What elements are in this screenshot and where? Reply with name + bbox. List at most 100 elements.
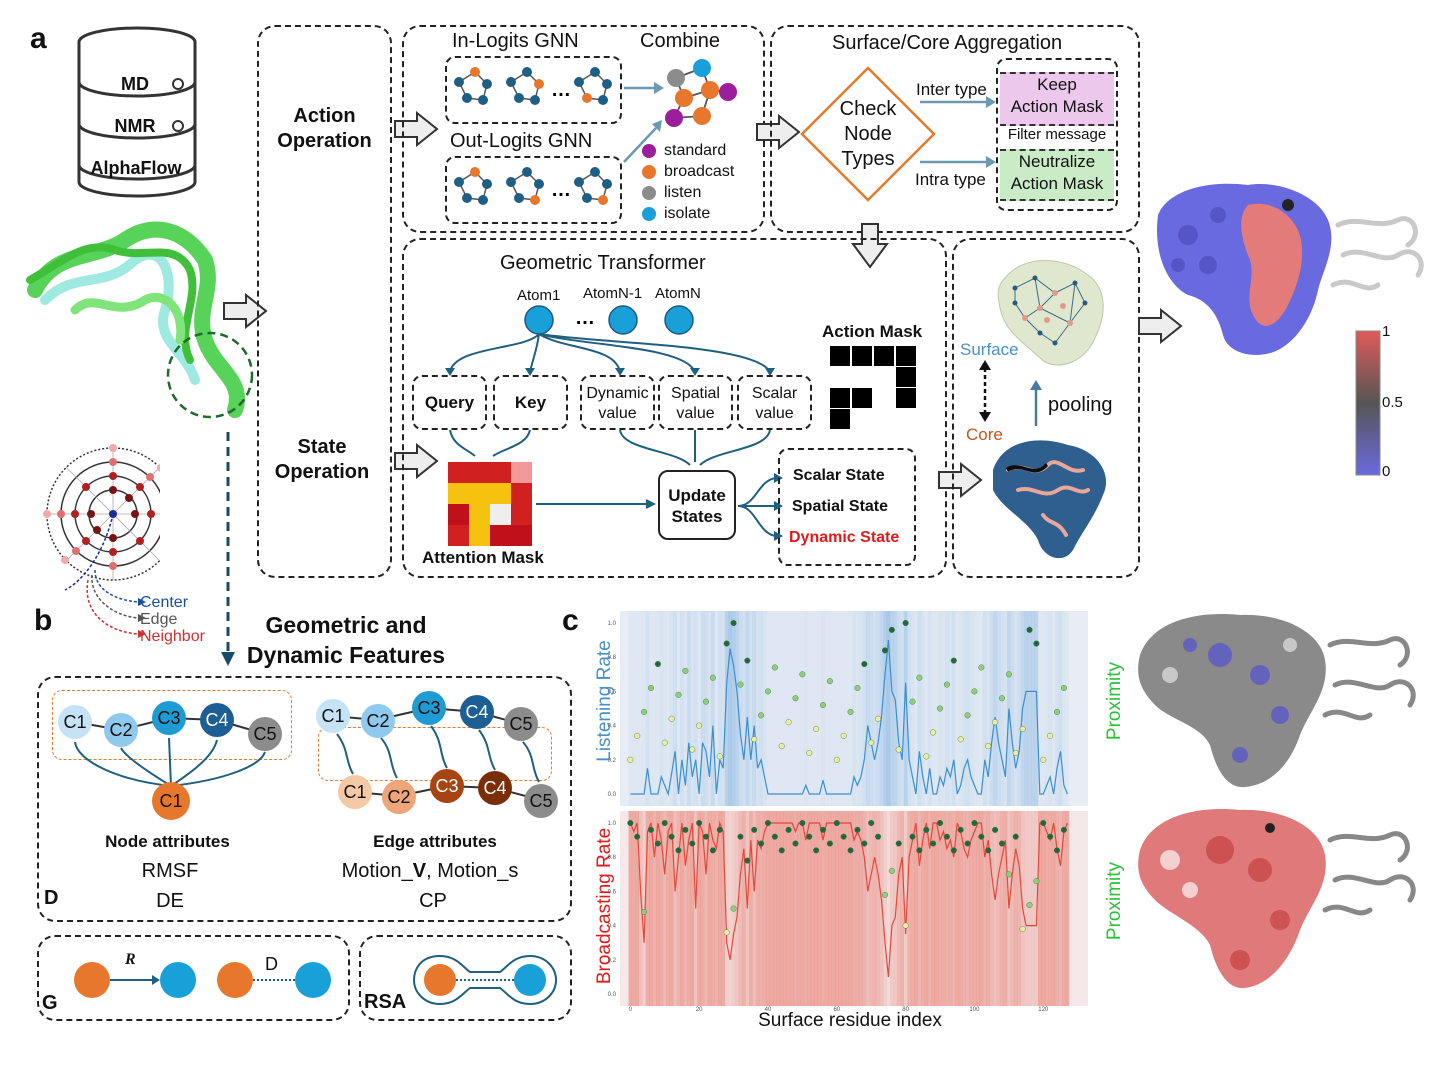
- neighborhood-diagram: [43, 444, 160, 591]
- listening-band: [1038, 611, 1042, 806]
- broadcasting-proximity-dot: [716, 826, 723, 833]
- broadcasting-band: [907, 811, 911, 1006]
- broadcasting-band: [645, 811, 650, 1006]
- listening-proximity-dot: [627, 756, 634, 763]
- broadcasting-y-tick: 1.0: [608, 821, 617, 827]
- broadcasting-band: [666, 811, 670, 1006]
- listening-proximity-dot: [806, 749, 813, 756]
- combine-title: Combine: [640, 30, 721, 52]
- broadcasting-band: [831, 811, 836, 1006]
- listening-proximity-dot: [1033, 640, 1040, 647]
- check-diamond: [800, 66, 936, 202]
- listening-band: [958, 611, 963, 806]
- node-center-c1: C1: [152, 782, 190, 820]
- keep-action-mask: Keep Action Mask: [1000, 72, 1114, 126]
- listening-proximity-dot: [709, 674, 716, 681]
- listening-band: [700, 611, 705, 806]
- x-tick: 100: [969, 1007, 980, 1013]
- arrow-to-pooling: [938, 462, 983, 498]
- broadcasting-band: [687, 811, 691, 1006]
- broadcasting-proximity-dot: [943, 833, 950, 840]
- listening-band: [790, 611, 794, 806]
- listening-band: [810, 611, 815, 806]
- legend-neighbor: Neighbor: [140, 628, 205, 645]
- listening-proximity-dot: [820, 702, 827, 709]
- broadcasting-band: [797, 811, 801, 1006]
- query-box: Query: [412, 375, 487, 430]
- broadcasting-band: [652, 811, 657, 1006]
- broadcasting-band: [752, 811, 757, 1006]
- neutralize-action-mask: Neutralize Action Mask: [1000, 149, 1114, 201]
- intra-type-label: Intra type: [915, 170, 986, 189]
- listening-band: [852, 611, 856, 806]
- listening-proximity-dot: [971, 688, 978, 695]
- broadcasting-band: [1031, 811, 1035, 1006]
- listening-band: [1017, 611, 1021, 806]
- listening-band: [893, 611, 898, 806]
- broadcasting-band: [865, 811, 870, 1006]
- broadcasting-proximity-dot: [923, 826, 930, 833]
- broadcasting-proximity-dot: [881, 891, 888, 898]
- standard-dot-icon: [642, 143, 656, 158]
- broadcasting-proximity-dot: [634, 833, 641, 840]
- broadcasting-band: [690, 811, 695, 1006]
- database-icon: [77, 26, 197, 198]
- listening-band: [804, 611, 808, 806]
- listening-band: [903, 611, 908, 806]
- node-type-legend: standard broadcast listen isolate: [642, 140, 734, 224]
- edge-attr-motion-prefix: Motion_: [341, 860, 413, 882]
- proximity-label-bottom: Proximity: [1104, 861, 1125, 941]
- db-md: MD: [121, 74, 149, 94]
- listening-proximity-dot: [1047, 732, 1054, 739]
- listening-band: [986, 611, 991, 806]
- broadcasting-band: [783, 811, 787, 1006]
- listening-band: [742, 611, 746, 806]
- listening-band: [828, 611, 832, 806]
- listening-band: [862, 611, 867, 806]
- broadcasting-proximity-dot: [964, 840, 971, 847]
- broadcasting-band: [1027, 811, 1032, 1006]
- transformer-flow: …: [445, 305, 775, 466]
- broadcasting-band: [917, 811, 922, 1006]
- listening-proximity-dot: [930, 729, 937, 736]
- broadcasting-proximity-dot: [930, 840, 937, 847]
- scalar-state: Scalar State: [793, 467, 885, 484]
- broadcasting-band: [876, 811, 880, 1006]
- broadcasting-band: [872, 811, 877, 1006]
- action-mask-label: Action Mask: [822, 322, 923, 341]
- panel-letter-a: a: [30, 22, 47, 55]
- listening-band: [786, 611, 791, 806]
- broadcasting-band: [662, 811, 667, 1006]
- broadcasting-proximity-dot: [826, 840, 833, 847]
- broadcasting-proximity-dot: [730, 905, 737, 912]
- broadcasting-proximity-dot: [992, 826, 999, 833]
- legend-standard: standard: [642, 140, 734, 161]
- broadcasting-proximity-dot: [902, 922, 909, 929]
- legend-isolate: isolate: [642, 203, 734, 224]
- broadcasting-proximity-dot: [709, 847, 716, 854]
- broadcasting-band: [879, 811, 884, 1006]
- broadcasting-band: [790, 811, 794, 1006]
- listening-band: [910, 611, 915, 806]
- edge-node-c1: C1: [316, 699, 350, 733]
- spatial-state: Spatial State: [792, 498, 889, 515]
- arrow-to-aggregation: [756, 114, 801, 150]
- broadcasting-band: [1041, 811, 1046, 1006]
- listening-band: [659, 611, 664, 806]
- broadcasting-band: [1017, 811, 1021, 1006]
- surface-graph-image: [997, 260, 1104, 366]
- aggregation-box: [770, 25, 1140, 233]
- broadcasting-proximity-dot: [675, 847, 682, 854]
- broadcasting-band: [1065, 811, 1070, 1006]
- broadcasting-band: [958, 811, 963, 1006]
- broadcasting-band: [711, 811, 715, 1006]
- broadcasting-band: [700, 811, 705, 1006]
- pooling-up-arrow: [1030, 380, 1042, 426]
- broadcasting-proximity-dot: [998, 840, 1005, 847]
- listening-band: [638, 611, 643, 806]
- listening-proximity-dot: [1026, 626, 1033, 633]
- listening-bands: [628, 611, 1070, 806]
- downward-arrow: [221, 432, 235, 666]
- listening-band: [676, 611, 681, 806]
- broadcasting-rate-line: [629, 820, 1068, 977]
